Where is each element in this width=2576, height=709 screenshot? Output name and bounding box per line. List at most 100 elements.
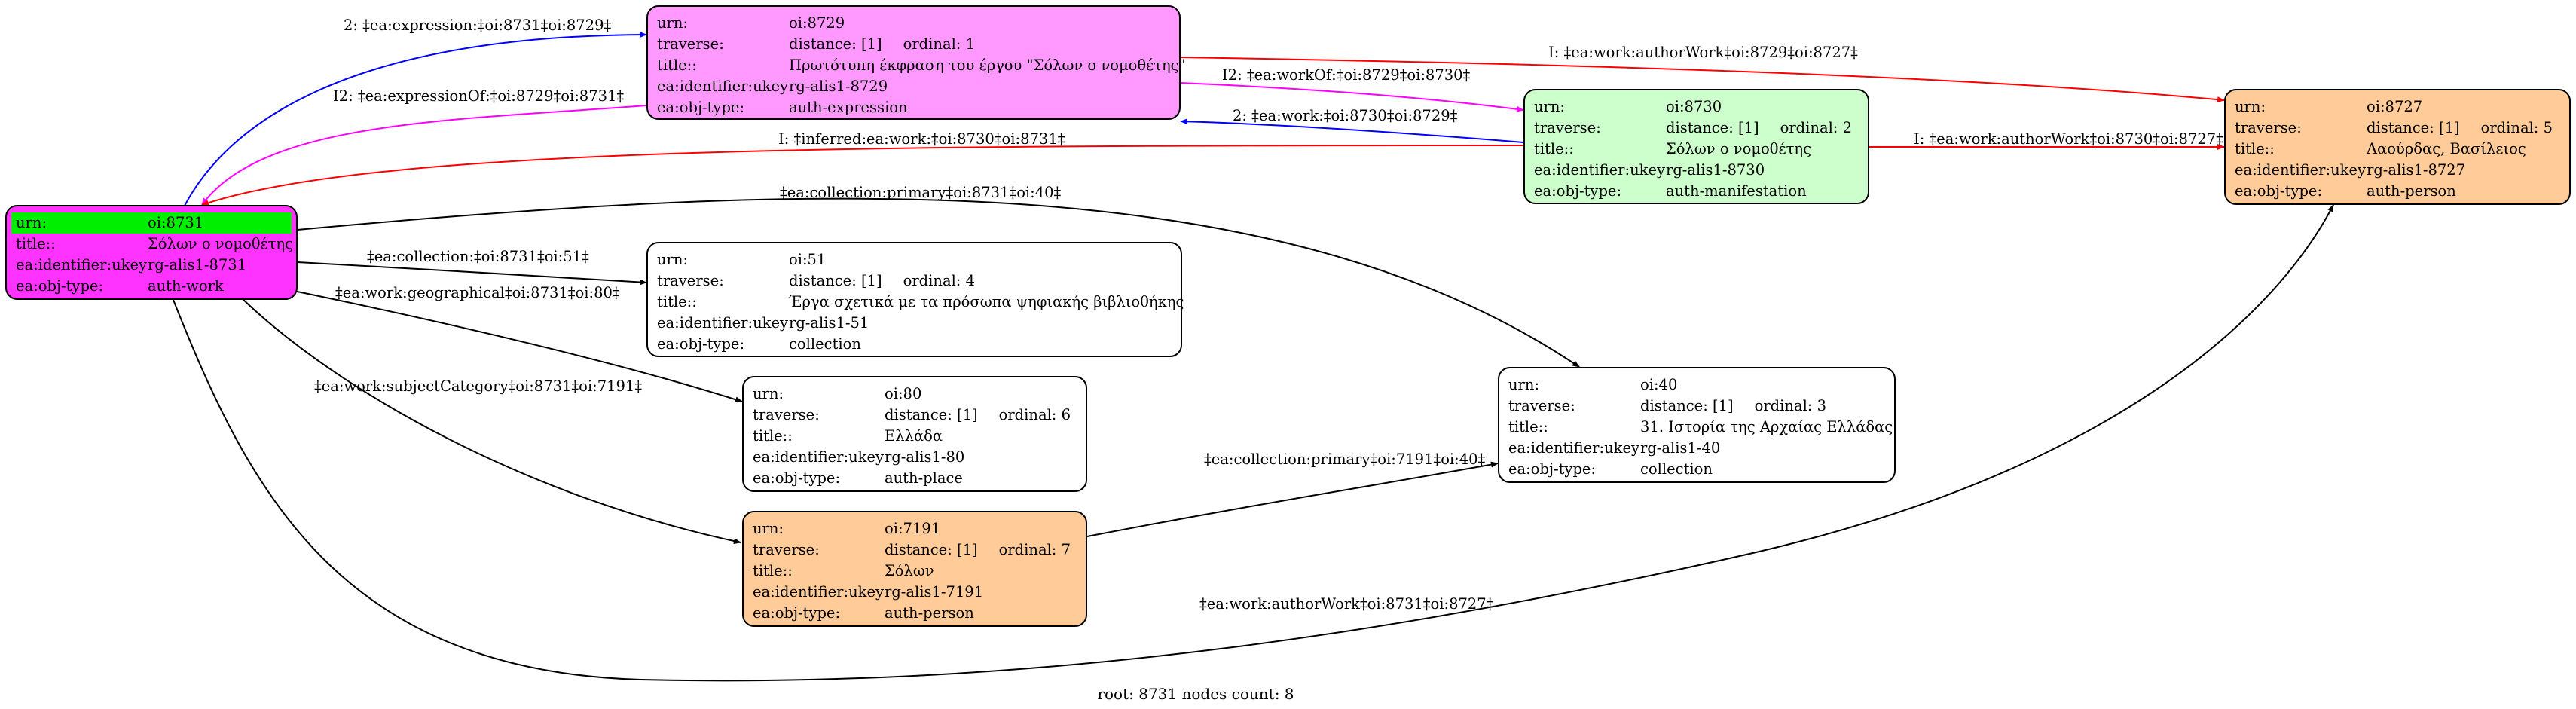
- node-key: traverse:: [753, 406, 820, 423]
- node-key: ea:identifier:ukey: [1534, 161, 1665, 179]
- edge-label-expression: 2: ‡ea:expression:‡oi:8731‡oi:8729‡: [344, 17, 612, 34]
- node-value: Λαούρδας, Βασίλειος: [2367, 140, 2526, 157]
- node-value: oi:8729: [789, 14, 845, 32]
- node-key: ea:obj-type:: [1534, 182, 1622, 200]
- node-oi-8729[interactable]: urn:oi:8729 traverse:distance: [1]ordina…: [646, 5, 1186, 120]
- node-ordinal: ordinal: 6: [998, 406, 1071, 423]
- node-row-urn: urn: oi:80: [753, 384, 1077, 405]
- node-key: urn:: [1534, 98, 1566, 115]
- edge-8731-8729-expression: [184, 32, 647, 206]
- node-row-type: ea:obj-type:collection: [657, 334, 1172, 355]
- edge-label-8731-7191: ‡ea:work:subjectCategory‡oi:8731‡oi:7191…: [314, 377, 642, 395]
- edge-8730-8729-work: [1180, 118, 1524, 143]
- node-key: title::: [657, 57, 697, 74]
- node-row-traverse: traverse:distance: [1]ordinal: 2: [1534, 118, 1859, 139]
- node-row-type: ea:obj-type:auth-work: [16, 276, 287, 297]
- node-value: auth-work: [148, 277, 224, 295]
- edge-8729-8727-authorWork: [1180, 57, 2225, 103]
- edge-label-8731-51: ‡ea:collection:‡oi:8731‡oi:51‡: [367, 248, 589, 265]
- node-key: title::: [753, 427, 793, 445]
- node-value: oi:8730: [1666, 98, 1722, 115]
- node-row-traverse: traverse:distance: [1]ordinal: 5: [2235, 118, 2560, 139]
- edge-8731-40-collection-primary: [297, 197, 1580, 368]
- node-key: ea:obj-type:: [2235, 182, 2323, 200]
- node-row-title: title::Σόλων ο νομοθέτης: [16, 234, 293, 255]
- node-oi-40[interactable]: urn:oi:40 traverse:distance: [1]ordinal:…: [1498, 367, 1896, 483]
- edge-8729-8731-expressionOf: [201, 105, 647, 206]
- node-ordinal: ordinal: 5: [2480, 119, 2553, 136]
- node-value: Έργα σχετικά με τα πρόσωπα ψηφιακής βιβλ…: [789, 293, 1184, 310]
- edge-label-8731-40: ‡ea:collection:primary‡oi:8731‡oi:40‡: [780, 184, 1062, 201]
- node-value: auth-place: [885, 469, 963, 487]
- node-key: urn:: [1508, 376, 1540, 393]
- node-value: rg-alis1-7191: [885, 583, 984, 601]
- node-key: title::: [2235, 140, 2275, 157]
- node-key: ea:identifier:ukey: [2235, 161, 2366, 179]
- node-key: ea:obj-type:: [1508, 460, 1597, 478]
- node-row-traverse: traverse:distance: [1]ordinal: 1: [657, 34, 1170, 55]
- node-distance: distance: [1]: [789, 35, 882, 53]
- edge-8731-7191-subjectCategory: [240, 297, 741, 545]
- node-key: traverse:: [1534, 119, 1601, 136]
- node-oi-8727[interactable]: urn:oi:8727 traverse:distance: [1]ordina…: [2224, 89, 2571, 205]
- node-row-urn: urn:oi:51: [657, 249, 1172, 270]
- node-value: auth-manifestation: [1666, 182, 1807, 200]
- node-value: auth-person: [2367, 182, 2456, 200]
- node-row-title: title::31. Ιστορία της Αρχαίας Ελλάδας: [1508, 417, 1893, 438]
- node-key: urn:: [753, 520, 784, 537]
- node-oi-7191[interactable]: urn:oi:7191 traverse:distance: [1]ordina…: [742, 511, 1087, 627]
- footer-summary: root: 8731 nodes count: 8: [1097, 685, 1294, 703]
- node-oi-8730[interactable]: urn: oi:8730 traverse:distance: [1]ordina…: [1523, 89, 1869, 204]
- node-row-urn: urn:oi:8731: [11, 212, 292, 234]
- edge-label-8729-authorWork: I: ‡ea:work:authorWork‡oi:8729‡oi:8727‡: [1548, 44, 1858, 61]
- node-distance: distance: [1]: [2367, 119, 2460, 136]
- node-row-traverse: traverse:distance: [1]ordinal: 7: [753, 539, 1077, 561]
- node-row-urn: urn:oi:8729: [657, 13, 1170, 34]
- node-row-type: ea:obj-type:auth-expression: [657, 97, 1170, 118]
- node-key: ea:identifier:ukey: [16, 256, 147, 274]
- node-key: ea:obj-type:: [753, 469, 841, 487]
- node-row-traverse: traverse:distance: [1]ordinal: 4: [657, 270, 1172, 292]
- node-key: traverse:: [657, 35, 724, 53]
- node-key: title::: [657, 293, 697, 310]
- node-value: rg-alis1-8730: [1666, 161, 1765, 179]
- edge-label-expressionOf: I2: ‡ea:expressionOf:‡oi:8729‡oi:8731‡: [333, 87, 624, 105]
- node-oi-8731[interactable]: urn:oi:8731 title::Σόλων ο νομοθέτης ea:…: [5, 205, 298, 300]
- node-value: 31. Ιστορία της Αρχαίας Ελλάδας: [1640, 418, 1893, 435]
- node-key: traverse:: [1508, 397, 1575, 414]
- edge-8731-80-geographical: [289, 289, 743, 403]
- node-value: oi:8727: [2367, 98, 2423, 115]
- edge-label-workOf: I2: ‡ea:workOf:‡oi:8729‡oi:8730‡: [1222, 66, 1471, 84]
- node-key: urn:: [657, 251, 689, 268]
- node-key: title::: [1534, 140, 1574, 157]
- node-key: ea:obj-type:: [657, 99, 745, 116]
- node-oi-80[interactable]: urn: oi:80 traverse: distance: [1] ordinal:…: [742, 376, 1087, 492]
- edge-8729-8730-workOf: [1180, 82, 1524, 112]
- node-key: ea:obj-type:: [753, 604, 841, 622]
- edge-label-8730-work: 2: ‡ea:work:‡oi:8730‡oi:8729‡: [1233, 107, 1458, 124]
- node-value: rg-alis1-8727: [2367, 161, 2466, 179]
- node-row-title: title::Έργα σχετικά με τα πρόσωπα ψηφιακ…: [657, 292, 1184, 313]
- node-key: ea:obj-type:: [657, 335, 745, 353]
- node-key: title::: [16, 235, 56, 252]
- node-key: ea:identifier:ukey: [657, 78, 788, 95]
- node-row-title: title::Σόλων: [753, 561, 1077, 582]
- node-oi-51[interactable]: urn:oi:51 traverse:distance: [1]ordinal:…: [646, 242, 1184, 357]
- node-value: oi:80: [885, 385, 922, 402]
- node-distance: distance: [1]: [885, 406, 978, 423]
- node-value: oi:8731: [148, 212, 287, 234]
- node-key: ea:identifier:ukey: [1508, 439, 1639, 457]
- edge-7191-40-collection-primary: [1086, 461, 1499, 537]
- node-value: collection: [1640, 460, 1713, 478]
- edge-label-8730-authorWork: I: ‡ea:work:authorWork‡oi:8730‡oi:8727‡: [1914, 130, 2223, 148]
- node-row-urn: urn:oi:8727: [2235, 96, 2560, 118]
- node-row-title: title::Σόλων ο νομοθέτης: [1534, 139, 1859, 160]
- node-key: ea:identifier:ukey: [753, 448, 884, 466]
- node-key: ea:identifier:ukey: [657, 314, 788, 332]
- node-key: urn:: [753, 385, 784, 402]
